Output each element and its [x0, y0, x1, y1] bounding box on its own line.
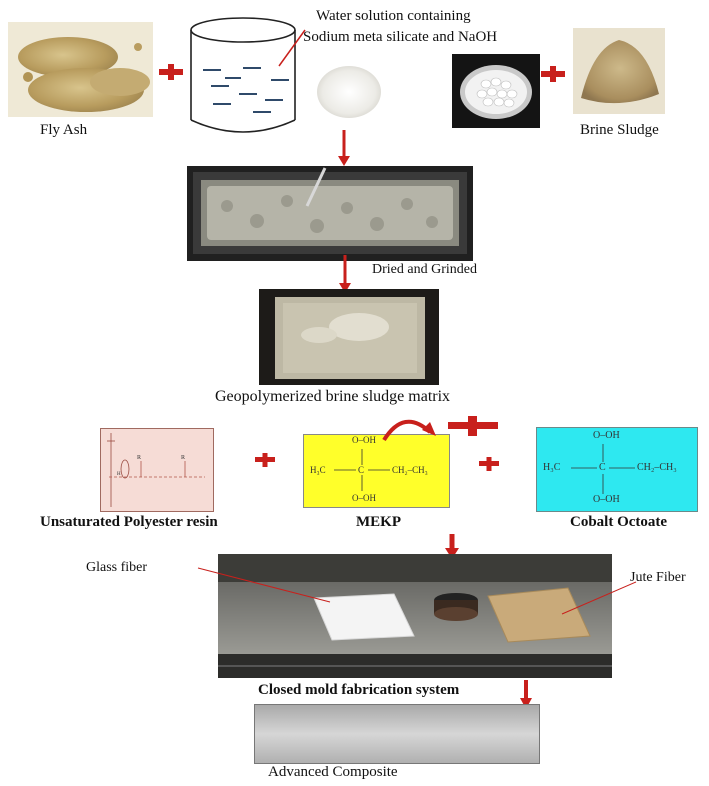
- fly-ash-photo: [8, 22, 153, 117]
- geopolymer-matrix-photo: [259, 289, 439, 385]
- cobalt-octoate-label: Cobalt Octoate: [570, 514, 668, 530]
- plus-sign: [158, 62, 184, 82]
- plus-sign: [478, 456, 500, 472]
- glass-fiber-callout-line: [196, 566, 336, 606]
- sodium-meta-silicate-photo: [314, 52, 384, 124]
- cobalt-formula-right: CH₂–CH₃: [637, 462, 677, 473]
- brine-sludge-label: Brine Sludge: [580, 122, 659, 138]
- curved-arrow: [378, 414, 440, 444]
- closed-mold-label: Closed mold fabrication system: [258, 682, 460, 698]
- naoh-pellets-photo: [452, 54, 540, 128]
- cobalt-formula-bottom: O–OH: [593, 494, 620, 505]
- jute-fiber-label: Jute Fiber: [630, 570, 686, 585]
- closed-mold-photo: [218, 554, 612, 678]
- cobalt-octoate-structure: O–OH H₃C C CH₂–CH₃ O–OH: [536, 427, 698, 512]
- arrow-down: [337, 255, 353, 293]
- beaker-diagram: [183, 10, 318, 140]
- dried-grinded-label: Dried and Grinded: [372, 262, 477, 277]
- polyester-resin-label: Unsaturated Polyester resin: [40, 514, 218, 530]
- fly-ash-label: Fly Ash: [40, 122, 88, 138]
- arrow-down: [443, 534, 461, 560]
- plus-sign: [540, 64, 566, 84]
- mekp-label: MEKP: [356, 514, 401, 530]
- svg-text:R: R: [181, 455, 185, 461]
- jute-fiber-callout-line: [560, 580, 640, 620]
- arrow-down: [336, 130, 352, 166]
- brine-sludge-photo: [573, 28, 665, 114]
- mekp-formula-top: O–OH: [352, 435, 376, 445]
- mekp-structure: O–OH H₃C C CH₂–CH₃ O–OH: [303, 434, 450, 508]
- water-solution-label-line2: Sodium meta silicate and NaOH: [303, 29, 498, 45]
- svg-text:R: R: [137, 455, 141, 461]
- cobalt-formula-top: O–OH: [593, 430, 620, 441]
- plus-sign: [446, 414, 500, 438]
- water-solution-label-line1: Water solution containing: [316, 8, 471, 24]
- mekp-formula-right: CH₂–CH₃: [392, 465, 428, 475]
- advanced-composite-photo: [254, 704, 540, 764]
- advanced-composite-label: Advanced Composite: [268, 764, 398, 780]
- dried-grinded-photo: [187, 166, 473, 261]
- cobalt-formula-center: C: [599, 462, 606, 473]
- polyester-resin-structure: R R H: [100, 428, 214, 512]
- plus-sign: [254, 452, 276, 468]
- glass-fiber-label: Glass fiber: [86, 560, 148, 575]
- mekp-formula-left: H₃C: [310, 465, 326, 475]
- geopolymer-matrix-label: Geopolymerized brine sludge matrix: [215, 388, 451, 405]
- arrow-down: [518, 680, 534, 710]
- svg-text:H: H: [117, 472, 121, 477]
- mekp-formula-bottom: O–OH: [352, 493, 376, 503]
- mekp-formula-center: C: [358, 465, 365, 475]
- cobalt-formula-left: H₃C: [543, 462, 561, 473]
